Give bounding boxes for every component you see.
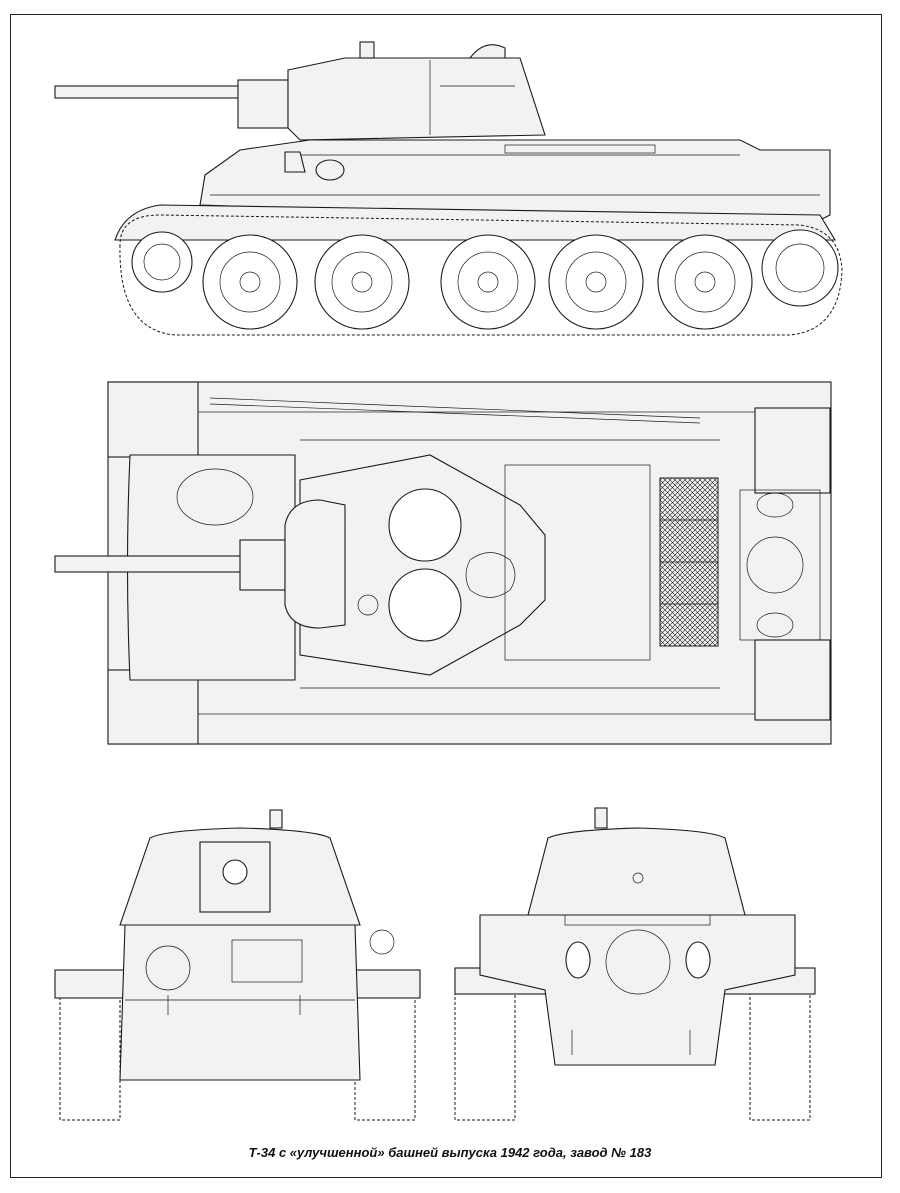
front-track-right [354,989,416,1121]
front-hull-plate [119,924,361,1081]
gun-barrel-side [54,85,246,99]
side-view [54,41,843,336]
turret-side [287,57,546,141]
gun-mantlet-side [237,79,289,129]
road-wheels [131,229,839,330]
rear-turret [527,827,746,916]
rear-access-hatch [605,929,671,995]
exhaust-left [565,941,591,979]
idler-wheel [131,231,193,293]
drawing-caption: Т-34 с «улучшенной» башней выпуска 1942 … [248,1145,652,1160]
drawing-frame [10,14,882,1178]
rear-track-right [749,989,811,1121]
top-view [54,381,832,745]
fender-side [114,204,836,241]
track-side [119,214,843,336]
rear-view [454,807,816,1121]
rear-hull-plate [479,914,796,1066]
exhaust-right [685,941,711,979]
turret-top [299,454,546,676]
hatch-right [388,568,462,642]
drive-sprocket [761,229,839,307]
rear-track-left [454,989,516,1121]
hatch-left [388,488,462,562]
hull-side [199,139,831,226]
gun-barrel-top [54,555,251,573]
front-track-left [59,989,121,1121]
periscope-side [359,41,375,59]
front-view [54,809,421,1121]
front-gun-bore [222,859,248,885]
